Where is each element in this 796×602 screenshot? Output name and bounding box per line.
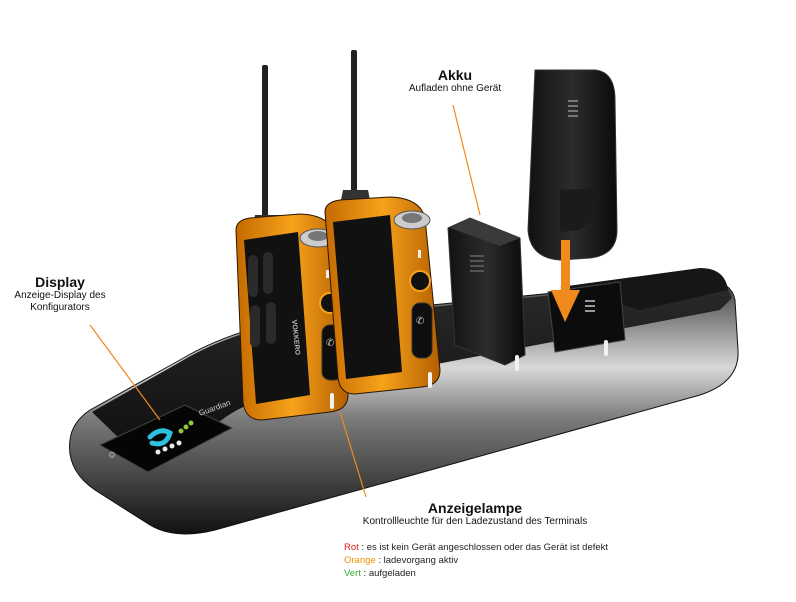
leader-display	[89, 324, 161, 421]
callout-lamp-subtitle: Kontrollleuchte für den Ladezustand des …	[362, 516, 588, 527]
legend-text-green: : aufgeladen	[360, 568, 416, 579]
legend-key-green: Vert	[344, 568, 361, 579]
legend-text-orange: : ladevorgang aktiv	[375, 555, 459, 566]
callout-lamp: Anzeigelampe Kontrollleuchte für den Lad…	[345, 500, 605, 528]
legend-key-orange: Orange	[344, 555, 376, 566]
legend-row-orange: Orange : ladevorgang aktiv	[344, 554, 608, 567]
indicator-lamp	[515, 355, 519, 371]
indicator-lamp	[330, 393, 334, 409]
callout-akku-subtitle: Aufladen ohne Gerät	[408, 83, 502, 94]
configurator-display: Guardian ⚙	[98, 398, 234, 473]
phone-icon-right: ✆	[416, 316, 424, 327]
leader-lamp	[339, 411, 367, 498]
callout-akku: Akku Aufladen ohne Gerät	[400, 67, 510, 95]
radio-terminal-right: ✆	[324, 50, 441, 395]
battery-floating	[527, 69, 618, 261]
callout-akku-title: Akku	[437, 67, 473, 83]
indicator-lamp	[428, 372, 432, 388]
leader-akku	[452, 104, 481, 216]
callout-display-title: Display	[35, 274, 85, 290]
callout-display-subtitle-1: Anzeige-Display des	[14, 290, 106, 301]
settings-icon: ⚙	[108, 451, 116, 461]
legend-text-red: : es ist kein Gerät angeschlossen oder d…	[358, 542, 609, 553]
indicator-lamps	[330, 340, 608, 409]
insert-arrow	[551, 240, 580, 322]
callout-lamp-title: Anzeigelampe	[427, 500, 523, 516]
legend-row-green: Vert : aufgeladen	[344, 567, 608, 580]
legend-key-red: Rot	[344, 542, 359, 553]
radio-terminal-left: VOKKERO ✆	[235, 65, 349, 421]
indicator-lamp	[604, 340, 608, 356]
callout-display: Display Anzeige-Display des Konfigurator…	[5, 274, 115, 314]
radio-brand-label: VOKKERO	[290, 319, 301, 355]
status-legend: Rot : es ist kein Gerät angeschlossen od…	[344, 541, 608, 580]
battery-docked	[447, 217, 526, 366]
phone-icon: ✆	[326, 338, 334, 349]
callout-display-subtitle-2: Konfigurators	[30, 302, 90, 313]
legend-row-red: Rot : es ist kein Gerät angeschlossen od…	[344, 541, 608, 554]
